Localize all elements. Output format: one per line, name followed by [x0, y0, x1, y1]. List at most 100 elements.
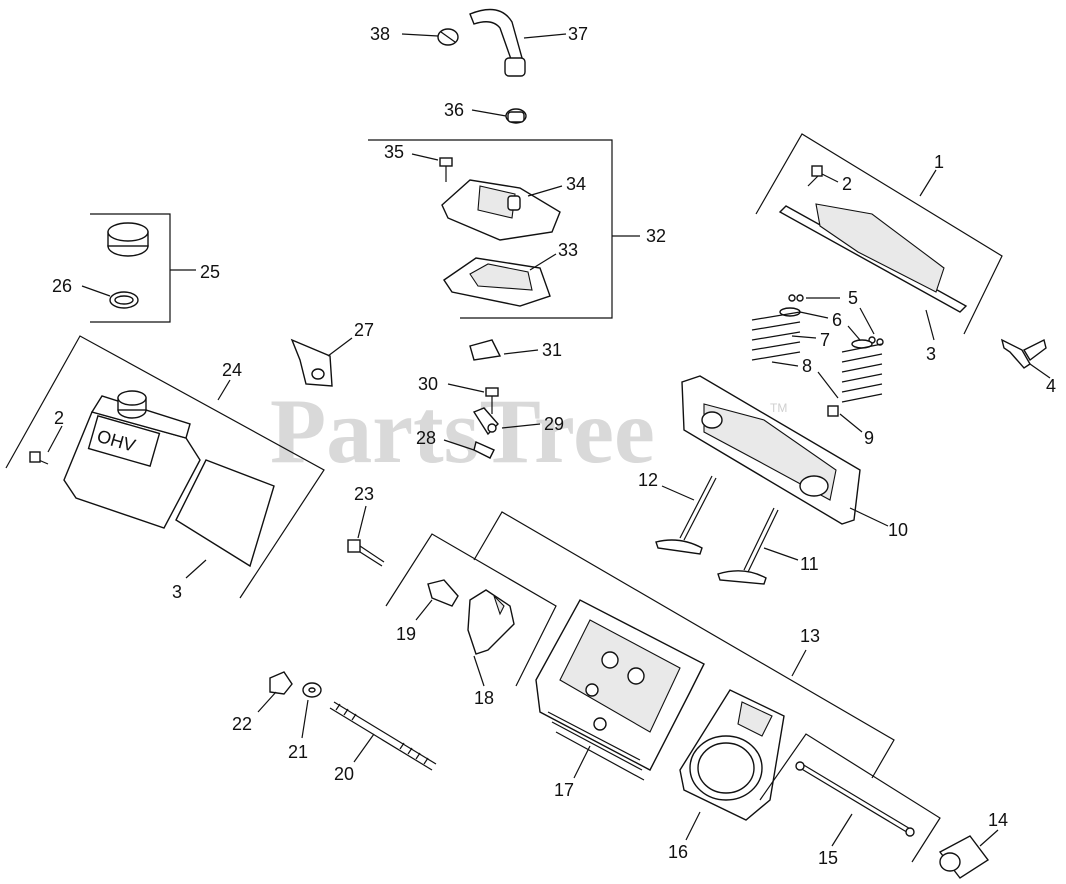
callout-14: 14: [988, 810, 1008, 830]
leader-3b: [925, 309, 935, 341]
leader-1: [919, 169, 937, 197]
callout-22: 22: [232, 714, 252, 734]
partstree-watermark: PartsTree: [270, 380, 655, 482]
valve-cover-part[interactable]: [63, 390, 201, 529]
leader-23: [357, 505, 367, 539]
leader-19: [415, 599, 433, 621]
screw-part-2b[interactable]: [807, 165, 823, 187]
callout-37: 37: [568, 24, 588, 44]
leader-10: [849, 507, 889, 527]
bracket-15: [759, 733, 941, 863]
leader-33: [529, 253, 557, 271]
leader-6: [799, 311, 829, 319]
leader-29: [501, 423, 541, 429]
leader-17: [573, 745, 591, 779]
terminal-part-28[interactable]: [473, 441, 495, 459]
callout-34: 34: [566, 174, 586, 194]
callout-15: 15: [818, 848, 838, 868]
callout-2a: 2: [54, 408, 64, 428]
leader-16: [685, 811, 701, 841]
leader-15: [831, 813, 853, 847]
callout-11: 11: [800, 554, 819, 574]
callout-26: 26: [52, 276, 72, 296]
bracket-part-4[interactable]: [1000, 338, 1047, 369]
callout-13: 13: [800, 626, 820, 646]
valve-spring-part-7[interactable]: [751, 311, 883, 403]
callout-12: 12: [638, 470, 658, 490]
callout-23: 23: [354, 484, 374, 504]
plug-part-19[interactable]: [427, 579, 459, 607]
leader-21: [301, 699, 309, 739]
callout-17: 17: [554, 780, 574, 800]
screw-part-2a[interactable]: [29, 451, 49, 465]
callout-28: 28: [416, 428, 436, 448]
callout-19: 19: [396, 624, 416, 644]
callout-2b: 2: [842, 174, 852, 194]
stud-part-20[interactable]: [329, 701, 437, 771]
exhaust-valve-part-12[interactable]: [655, 475, 717, 555]
leader-11: [763, 547, 799, 561]
breather-hose-part[interactable]: [469, 8, 526, 77]
callout-7: 7: [820, 330, 830, 350]
callout-36: 36: [444, 100, 464, 120]
callout-1: 1: [934, 152, 944, 172]
leader-35: [411, 153, 439, 161]
oil-fill-cap-part-26[interactable]: [107, 222, 149, 257]
leader-13: [791, 649, 807, 677]
washer-part-21[interactable]: [302, 682, 322, 698]
oil-cap-seal-part[interactable]: [109, 291, 139, 309]
hose-clamp-part-36[interactable]: [505, 108, 527, 124]
terminal-part-29[interactable]: [472, 407, 499, 436]
leader-7: [791, 335, 817, 339]
callout-30: 30: [418, 374, 438, 394]
leader-28: [443, 439, 475, 451]
leader-37: [523, 33, 567, 39]
callout-33: 33: [558, 240, 578, 260]
bracket-1: [755, 133, 1003, 335]
nut-part-22[interactable]: [269, 671, 293, 695]
callout-3b: 3: [926, 344, 936, 364]
bolt-part-23[interactable]: [347, 539, 385, 567]
hose-clamp-part-38[interactable]: [437, 28, 459, 46]
leader-3a: [185, 559, 207, 579]
cylinder-head-part-17[interactable]: [535, 599, 705, 781]
breather-gasket-part-33[interactable]: [443, 257, 551, 307]
callout-10: 10: [888, 520, 908, 540]
callout-38: 38: [370, 24, 390, 44]
rocker-shield-part-18[interactable]: [467, 589, 515, 655]
intake-valve-part-11[interactable]: [717, 507, 779, 585]
leader-36: [471, 109, 507, 117]
callout-9: 9: [864, 428, 874, 448]
leader-20: [353, 733, 375, 763]
callout-16: 16: [668, 842, 688, 862]
bracket-25: [90, 213, 171, 323]
leader-26: [81, 285, 111, 297]
callout-20: 20: [334, 764, 354, 784]
callout-31: 31: [542, 340, 562, 360]
breather-cover-part-34[interactable]: [441, 179, 561, 241]
screw-part-35[interactable]: [439, 157, 453, 182]
leader-38: [401, 33, 439, 37]
callout-27: 27: [354, 320, 374, 340]
head-gasket-part-16[interactable]: [679, 689, 785, 821]
bracket-18-19: [385, 533, 557, 687]
bracket-part-27[interactable]: [290, 338, 333, 387]
pushrod-part-15[interactable]: [795, 761, 915, 837]
callout-8: 8: [802, 356, 812, 376]
valve-seal-part-9[interactable]: [827, 405, 839, 417]
callout-5: 5: [848, 288, 858, 308]
cover-gasket-part-3a[interactable]: [175, 459, 275, 568]
tappet-part-14[interactable]: [938, 835, 990, 879]
rocker-cover-part[interactable]: [778, 203, 968, 313]
leader-5b: [859, 307, 875, 335]
key-part-31[interactable]: [469, 339, 502, 361]
callout-3a: 3: [172, 582, 182, 602]
leader-14: [979, 829, 999, 847]
callout-25: 25: [200, 262, 220, 282]
bracket-24: [5, 335, 325, 599]
leader-22: [257, 691, 277, 713]
cylinder-head-part-10[interactable]: [681, 375, 861, 525]
screw-part-30[interactable]: [485, 387, 499, 414]
leader-4: [1029, 363, 1051, 379]
